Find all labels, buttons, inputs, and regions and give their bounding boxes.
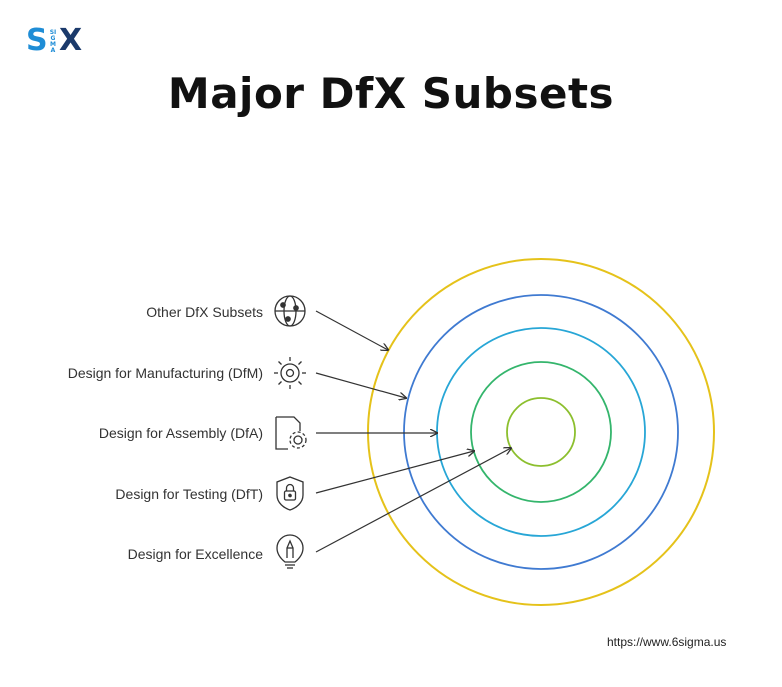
arrow-other-dfx-subsets — [315, 310, 388, 350]
globe-network-icon — [274, 295, 306, 327]
label-other-dfx-subsets: Other DfX Subsets — [146, 304, 263, 320]
logo-letter-x: X — [59, 23, 83, 58]
ring-design-for-excellence — [506, 397, 576, 467]
label-design-for-assembly: Design for Assembly (DfA) — [98, 425, 263, 441]
ring-design-for-assembly — [436, 327, 646, 537]
shield-lock-icon — [276, 476, 304, 511]
label-design-for-excellence: Design for Excellence — [127, 546, 263, 562]
logo-letter-s: S — [26, 23, 48, 58]
arrow-design-for-excellence — [315, 448, 511, 553]
arrow-design-for-testing — [315, 451, 474, 494]
label-design-for-testing: Design for Testing (DfT) — [115, 486, 263, 502]
arrow-design-for-manufacturing — [315, 372, 406, 398]
label-design-for-manufacturing: Design for Manufacturing (DfM) — [67, 365, 263, 381]
sun-gear-icon — [274, 357, 306, 389]
logo-sigma-text: SIGMA — [49, 29, 57, 54]
ring-design-for-testing — [470, 361, 612, 503]
footer-url-link[interactable]: https://www.6sigma.us — [607, 635, 727, 649]
ring-other-dfx-subsets — [367, 258, 715, 606]
page-title: Major DfX Subsets — [167, 69, 615, 118]
lightbulb-pen-icon — [276, 534, 304, 569]
document-gear-icon — [275, 416, 307, 450]
six-sigma-logo: S SIGMA X — [26, 24, 86, 58]
ring-design-for-manufacturing — [403, 294, 679, 570]
